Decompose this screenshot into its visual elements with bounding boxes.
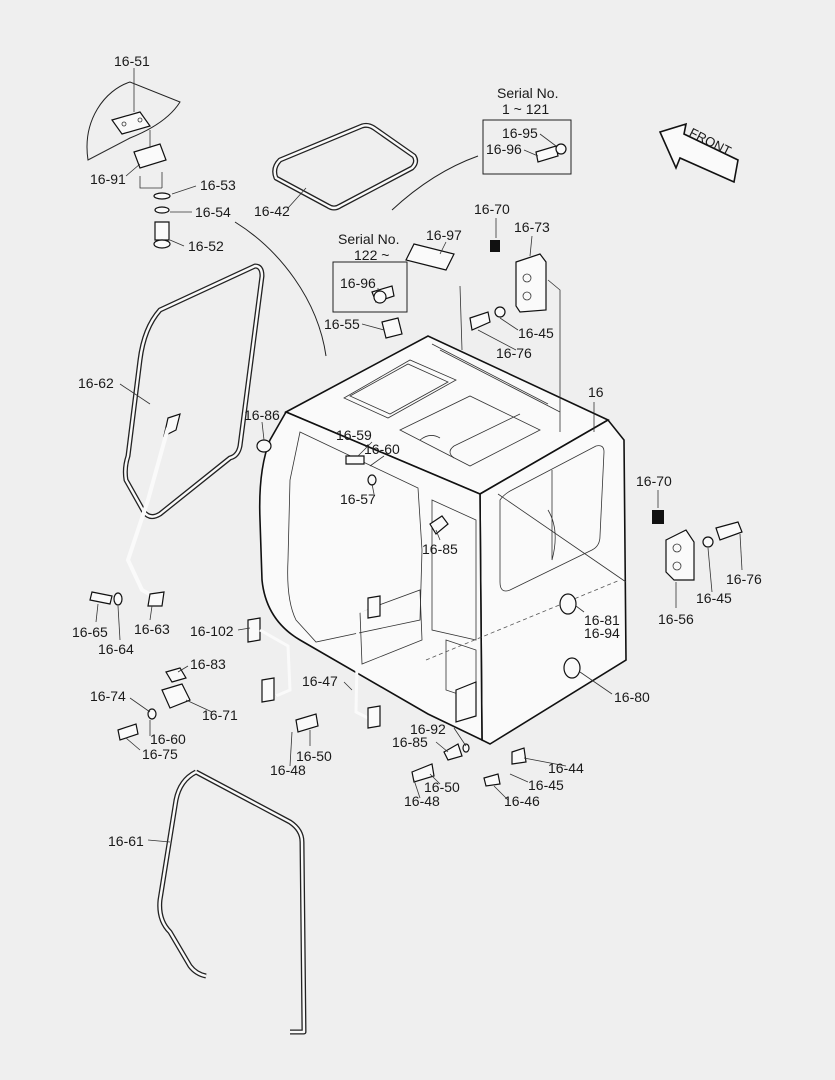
callout-label: 16-81 (584, 612, 620, 628)
callout-label: 16-50 (296, 748, 332, 764)
plate-16-97 (405, 243, 455, 271)
latch-16-73 (515, 253, 547, 313)
bolt-16-50-left (295, 713, 319, 733)
callout-label: 16-97 (426, 227, 462, 243)
callout-labels: 16-51 16-91 16-53 16-54 16-52 16-42 16-9… (72, 53, 762, 849)
bracket-16-71 (161, 683, 191, 709)
callout-label: 16-85 (422, 541, 458, 557)
callout-label: 16-83 (190, 656, 226, 672)
serial-box-2-line2: 122 ~ (354, 247, 389, 263)
callout-label: 16-92 (410, 721, 446, 737)
damper-16-80 (563, 657, 581, 679)
handrail-16-47 (354, 595, 381, 729)
callout-label: 16-94 (584, 625, 620, 641)
callout-label: 16-50 (424, 779, 460, 795)
serial-box-1-line2: 1 ~ 121 (502, 101, 549, 117)
bolt-16-59 (345, 455, 365, 465)
callout-label: 16-48 (404, 793, 440, 809)
block-16-70-top (490, 240, 500, 252)
callout-label: 16-91 (90, 171, 126, 187)
callout-label: 16-70 (474, 201, 510, 217)
plate-16-55 (381, 317, 403, 339)
bracket-16-44 (511, 747, 527, 765)
serial-box-2-line1: Serial No. (338, 231, 399, 247)
leader-arc-left (234, 221, 327, 357)
callout-label: 16-96 (340, 275, 376, 291)
nut-16-57 (367, 474, 377, 486)
bolt-16-95 (535, 145, 559, 163)
serial-box-1 (482, 119, 572, 175)
callout-label: 16-51 (114, 53, 150, 69)
callout-label: 16-61 (108, 833, 144, 849)
bolt-16-46 (483, 773, 501, 787)
damper-16-81 (559, 593, 577, 615)
callout-label: 16-56 (658, 611, 694, 627)
callout-label: 16-47 (302, 673, 338, 689)
callout-label: 16-70 (636, 473, 672, 489)
callout-label: 16-45 (696, 590, 732, 606)
serial-box-1-line1: Serial No. (497, 85, 558, 101)
window-seal-16-42 (272, 122, 419, 211)
callout-label: 16-53 (200, 177, 236, 193)
cab-body-16 (258, 335, 627, 745)
bolt-16-76-right (702, 521, 743, 548)
door-seal-16-61 (157, 769, 307, 1035)
handle-16-102 (247, 617, 292, 703)
callout-label: 16-59 (336, 427, 372, 443)
callout-label: 16-57 (340, 491, 376, 507)
callout-label: 16-54 (195, 204, 231, 220)
callout-label: 16-95 (502, 125, 538, 141)
callout-label: 16-102 (190, 623, 234, 639)
callout-label: 16-42 (254, 203, 290, 219)
callout-label: 16-46 (504, 793, 540, 809)
callout-label: 16-96 (486, 141, 522, 157)
callout-label: 16-60 (364, 441, 400, 457)
stopper-16-85-bottom (443, 743, 463, 761)
front-arrow-icon: FRONT (658, 122, 739, 184)
callout-label: 16-71 (202, 707, 238, 723)
door-seal-16-62 (122, 263, 265, 520)
handrail-16-63 (125, 413, 181, 607)
callout-label: 16-85 (392, 734, 428, 750)
callout-label: 16-62 (78, 375, 114, 391)
callout-label: 16 (588, 384, 604, 400)
block-16-70-right (652, 510, 664, 524)
callout-label: 16-76 (496, 345, 532, 361)
leader-arc-right (391, 155, 479, 211)
bolt-16-74 (117, 723, 139, 741)
callout-label: 16-60 (150, 731, 186, 747)
leader-lines (95, 68, 743, 843)
callout-label: 16-45 (518, 325, 554, 341)
callout-label: 16-55 (324, 316, 360, 332)
callout-label: 16-52 (188, 238, 224, 254)
callout-label: 16-74 (90, 688, 126, 704)
bolt-16-50-bottom (411, 763, 435, 783)
callout-label: 16-80 (614, 689, 650, 705)
stopper-16-85 (429, 515, 449, 535)
callout-label: 16-48 (270, 762, 306, 778)
callout-label: 16-73 (514, 219, 550, 235)
latch-16-56 (665, 529, 695, 581)
hinge-detail-group (86, 81, 181, 249)
bolt-16-65 (89, 591, 123, 606)
callout-label: 16-44 (548, 760, 584, 776)
callout-label: 16-75 (142, 746, 178, 762)
plug-16-86 (256, 439, 272, 453)
callout-label: 16-76 (726, 571, 762, 587)
callout-label: 16-65 (72, 624, 108, 640)
callout-label: 16-45 (528, 777, 564, 793)
callout-label: 16-64 (98, 641, 134, 657)
bolt-16-76-top (469, 306, 506, 331)
callout-label: 16-63 (134, 621, 170, 637)
serial-box-2 (332, 261, 408, 313)
cap-16-83 (165, 667, 187, 683)
callout-label: 16-86 (244, 407, 280, 423)
